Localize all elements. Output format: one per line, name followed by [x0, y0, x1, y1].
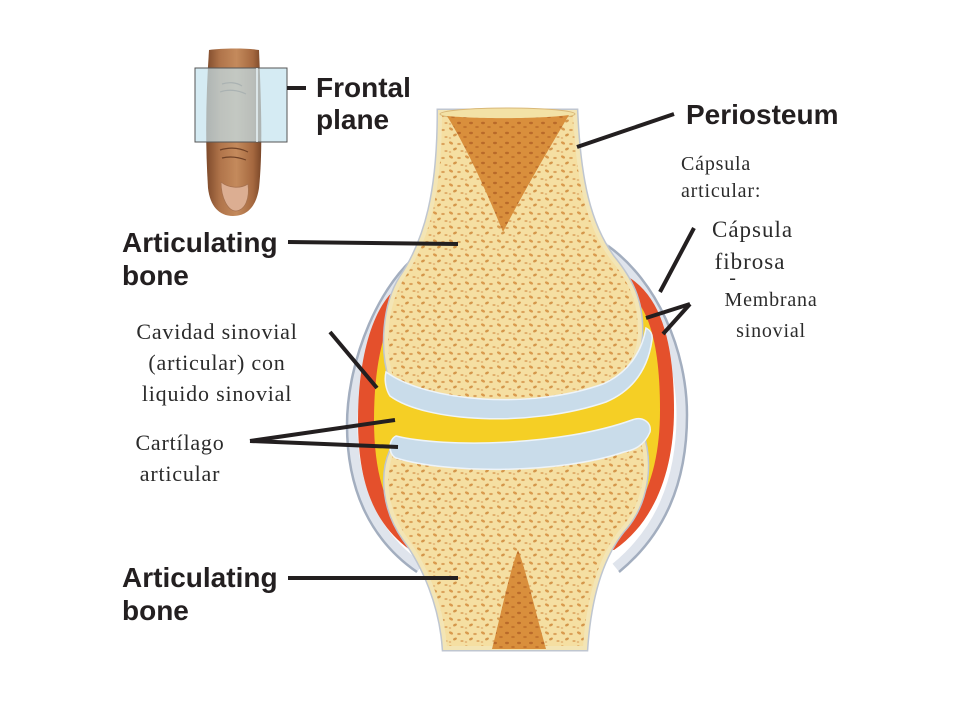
leader-line-cavidad-sinovial [328, 330, 379, 390]
fingernail [220, 181, 249, 212]
label-articulating-bone-upper: Articulating bone [122, 227, 278, 291]
upper-articulating-bone [386, 107, 640, 403]
leader-line-membrana-sinovial-a [645, 302, 691, 320]
label-articulating-bone-lower-line-2: bone [122, 595, 189, 626]
label-cartilago-articular-line-2: articular [140, 461, 220, 486]
label-capsula-articular-line-1: Cápsula [681, 153, 751, 175]
label-cavidad-sinovial-line-3: liquido sinovial [142, 381, 292, 406]
leader-line-cartilago-upper [249, 418, 396, 443]
label-frontal-plane-line-2: plane [316, 104, 389, 135]
label-cavidad-sinovial-line-1: Cavidad sinovial [136, 319, 297, 344]
label-frontal-plane: Frontal plane [316, 72, 411, 135]
label-articulating-bone-lower: Articulating bone [122, 562, 278, 626]
leader-line-cartilago-lower [249, 439, 399, 449]
label-articulating-bone-lower-line-1: Articulating [122, 562, 278, 593]
label-periosteum: Periosteum [686, 99, 839, 130]
leader-line-articulating-bone-upper [287, 240, 459, 246]
label-capsula-fibrosa: Cápsula fibrosa - [712, 217, 793, 289]
label-capsula-articular: Cápsula articular: [681, 153, 761, 202]
label-frontal-plane-line-1: Frontal [316, 72, 411, 103]
frontal-plane-rect [194, 67, 288, 143]
lower-articular-cartilage [389, 418, 651, 471]
leader-line-capsula-fibrosa [658, 227, 696, 293]
capsule-right-edge [607, 244, 689, 573]
label-membrana-sinovial-line-2: sinovial [736, 320, 806, 342]
lower-articulating-bone [386, 432, 645, 649]
upper-marrow-cavity [447, 115, 569, 232]
label-cartilago-articular: Cartílago articular [135, 430, 224, 486]
label-membrana-sinovial-line-1: Membrana [724, 289, 817, 311]
leader-line-periosteum [576, 112, 675, 149]
label-cartilago-articular-line-1: Cartílago [135, 430, 224, 455]
leader-line-membrana-sinovial-b [661, 302, 692, 336]
label-cavidad-sinovial: Cavidad sinovial (articular) con liquido… [136, 319, 297, 406]
leader-lines [249, 86, 696, 580]
label-articulating-bone-upper-line-2: bone [122, 260, 189, 291]
label-articulating-bone-upper-line-1: Articulating [122, 227, 278, 258]
label-capsula-fibrosa-line-1: Cápsula [712, 217, 793, 242]
label-capsula-fibrosa-line-2: fibrosa [715, 249, 786, 274]
capsule-left-edge [345, 248, 425, 574]
lower-marrow-cavity [492, 550, 546, 649]
finger-illustration [194, 48, 288, 216]
label-capsula-fibrosa-dash: - [729, 267, 736, 289]
upper-articular-cartilage [384, 326, 653, 420]
label-capsula-articular-line-2: articular: [681, 180, 761, 202]
capsule-right-band [600, 243, 688, 573]
label-cavidad-sinovial-line-2: (articular) con [148, 350, 285, 375]
label-membrana-sinovial: Membrana sinovial [724, 289, 817, 342]
